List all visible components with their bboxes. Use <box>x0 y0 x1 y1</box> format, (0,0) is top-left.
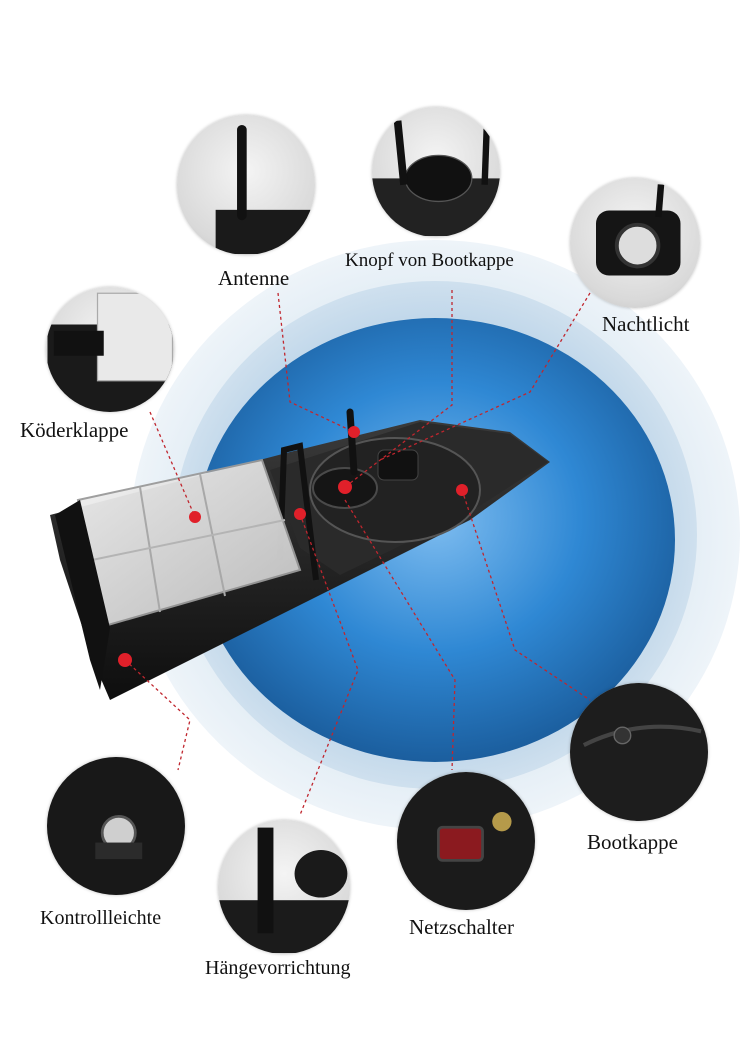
boat-cap-detail-circle <box>570 683 708 821</box>
tray-divider-3 <box>91 519 286 561</box>
inner-disc <box>195 318 675 762</box>
leader-night-light <box>379 292 591 461</box>
marker-cap-knob <box>338 480 352 494</box>
label-power-switch: Netzschalter <box>409 915 514 939</box>
label-hanger: Hängevorrichtung <box>205 957 351 979</box>
boat-illustration <box>50 408 550 700</box>
power-switch-detail-circle <box>397 772 535 910</box>
hanger-frame <box>277 442 319 581</box>
marker-bait-flap <box>189 511 201 523</box>
leader-cap-knob <box>344 290 453 488</box>
label-control-light: Kontrollleichte <box>40 907 162 929</box>
label-cap-knob: Knopf von Bootkappe <box>345 250 514 271</box>
label-boat-cap: Bootkappe <box>587 830 678 854</box>
markers <box>118 426 468 667</box>
leader-antenna <box>277 292 355 433</box>
label-night-light: Nachtlicht <box>602 312 690 336</box>
marker-control-light <box>118 653 132 667</box>
tray-divider-1 <box>139 486 161 613</box>
leader-lines <box>124 290 591 816</box>
marker-hanger <box>294 508 306 520</box>
label-antenna: Antenne <box>218 266 290 290</box>
control-light-detail-circle <box>47 757 185 895</box>
leader-bait-flap <box>149 411 196 518</box>
bait-flap-detail-circle <box>46 287 174 412</box>
cap-knob-detail-circle <box>372 107 500 237</box>
bait-tray-front <box>55 500 110 690</box>
label-bait-flap: Köderklappe <box>20 418 129 442</box>
night-light-detail-circle <box>570 178 700 308</box>
leader-power-switch <box>344 499 456 771</box>
leader-boat-cap <box>461 489 591 701</box>
marker-night-light <box>456 484 468 496</box>
leader-hanger <box>299 513 359 816</box>
hanger-detail-circle <box>218 820 350 954</box>
antenna-rod <box>346 408 358 476</box>
leader-control-light <box>124 659 191 771</box>
night-light-housing <box>377 449 419 481</box>
antenna-detail-circle <box>177 115 315 255</box>
marker-antenna <box>348 426 360 438</box>
